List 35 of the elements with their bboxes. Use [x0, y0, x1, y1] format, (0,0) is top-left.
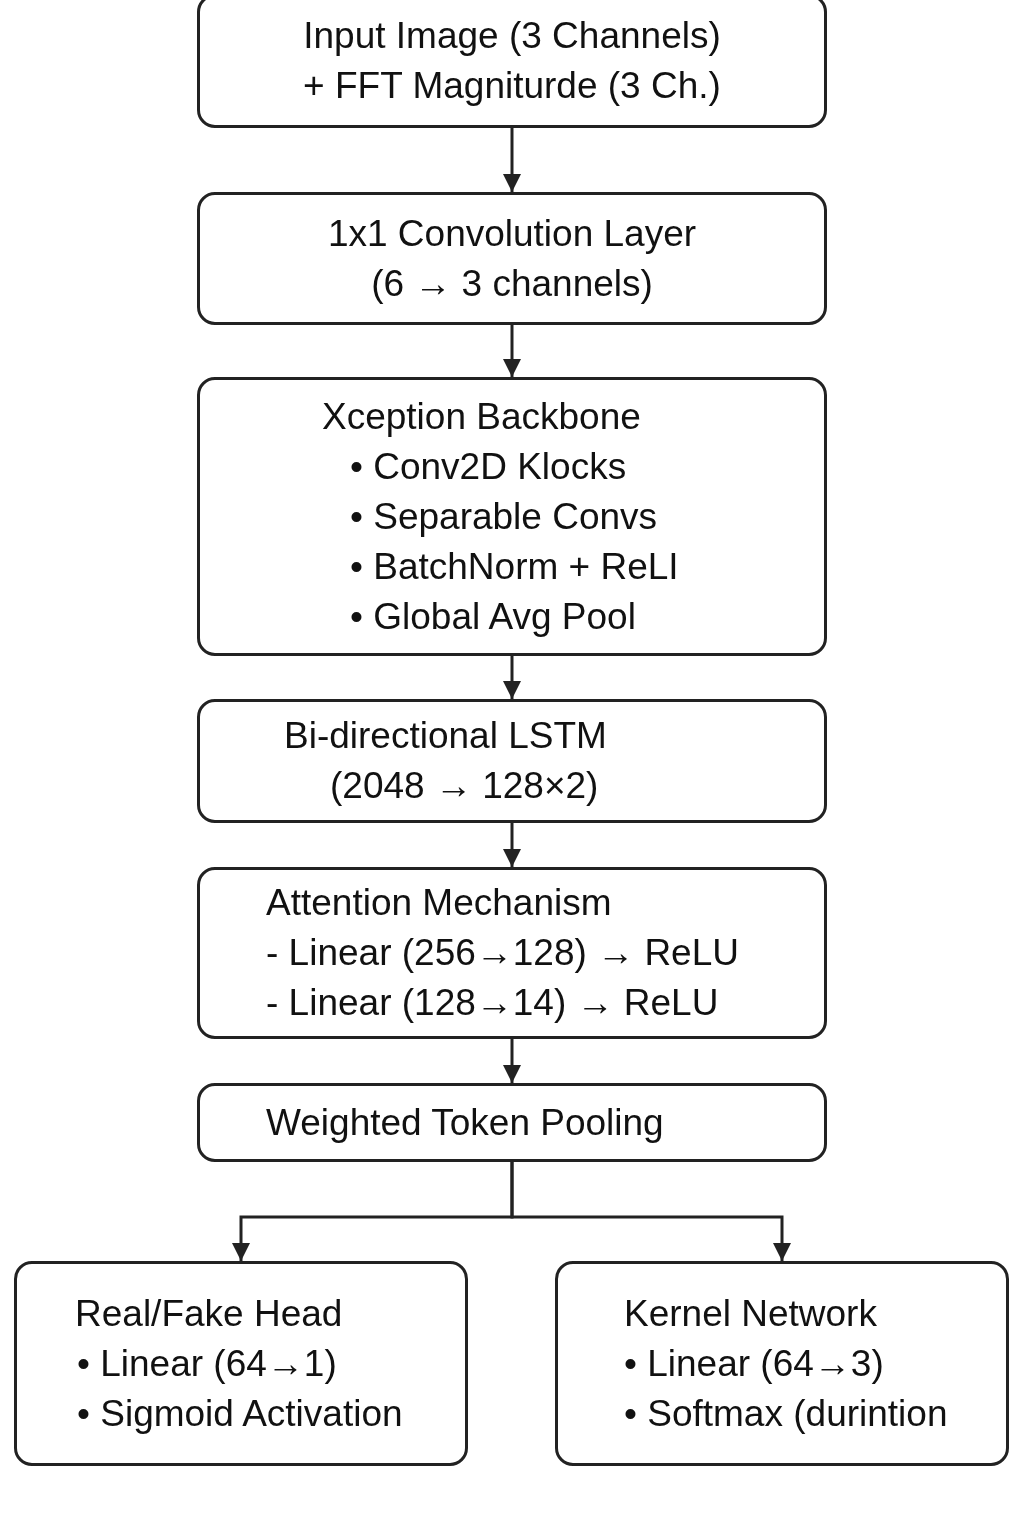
box-text: • BatchNorm + ReLI	[349, 544, 679, 589]
box-text: • Separable Convs	[349, 494, 658, 539]
box-heading: Input Image (3 Channels)	[303, 14, 721, 58]
arrow	[503, 325, 521, 377]
box-heading: 1x1 Convolution Layer	[327, 211, 697, 256]
process-box	[197, 699, 827, 823]
box-text: • Sigmoid Activation	[76, 1391, 403, 1436]
box-text: (6 → 3 channels)	[371, 261, 653, 306]
box-text: • Linear (64→3)	[624, 1341, 884, 1386]
arrow	[503, 1039, 521, 1083]
process-box	[197, 0, 827, 128]
process-box	[197, 1083, 827, 1162]
box-heading: Xception Backbone	[322, 394, 641, 439]
arrow	[503, 656, 521, 699]
box-text: - Linear (256→128) → ReLU	[266, 931, 739, 975]
process-box	[14, 1261, 468, 1466]
box-text: - Linear (128→14) → ReLU	[266, 981, 719, 1025]
box-heading: Bi-directional LSTM	[284, 714, 607, 758]
arrow	[503, 128, 521, 192]
box-heading: Kernel Network	[624, 1291, 877, 1336]
process-box	[197, 867, 827, 1039]
box-heading: Real/Fake Head	[75, 1291, 343, 1336]
box-text: • Global Avg Pool	[349, 594, 636, 639]
box-text: (2048 → 128×2)	[329, 764, 599, 808]
box-text: • Linear (64→1)	[76, 1341, 337, 1386]
process-box	[555, 1261, 1009, 1466]
box-heading: Attention Mechanism	[266, 881, 612, 925]
box-heading: Weighted Token Pooling	[266, 1100, 664, 1145]
box-text: • Softmax (durintion	[624, 1391, 948, 1436]
process-box	[197, 192, 827, 325]
process-box	[197, 377, 827, 656]
box-text: • Conv2D Klocks	[349, 444, 627, 489]
arrow	[510, 1162, 791, 1261]
arrow	[503, 823, 521, 867]
box-text: + FFT Magniturde (3 Ch.)	[303, 64, 721, 108]
